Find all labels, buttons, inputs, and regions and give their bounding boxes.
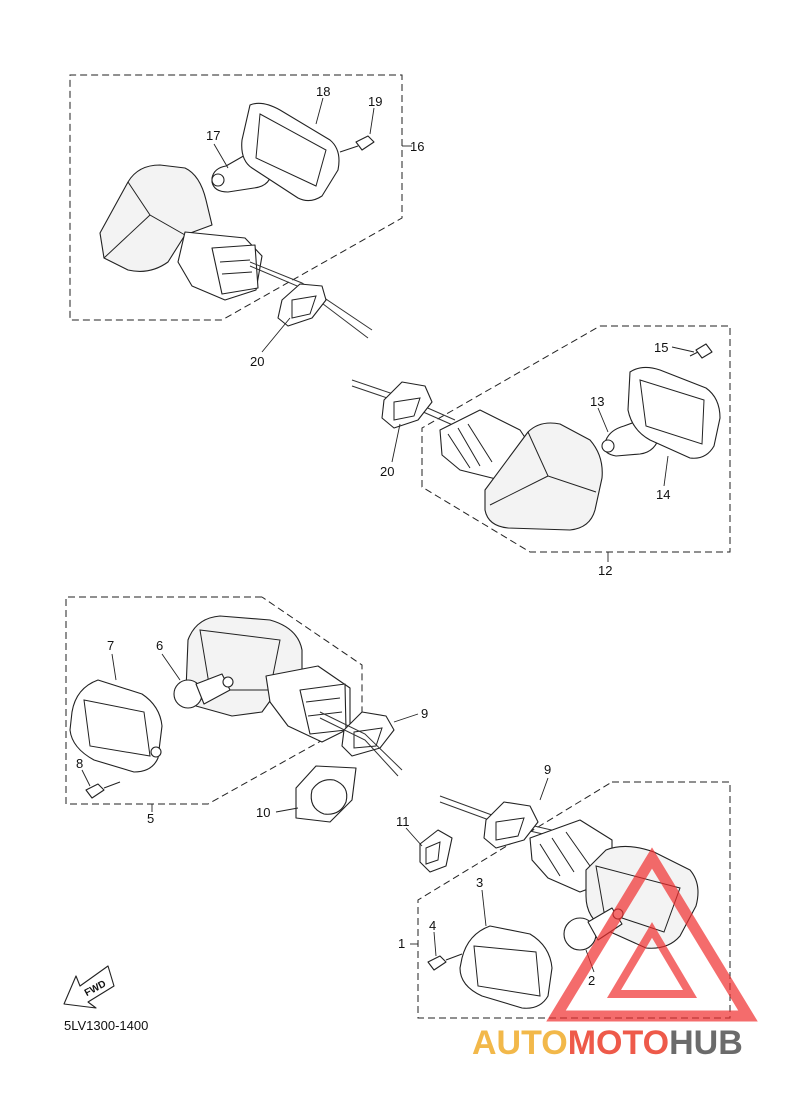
screw-8 [85, 783, 105, 799]
callout-11: 11 [396, 814, 410, 829]
callout-5: 5 [147, 811, 154, 826]
callout-3: 3 [476, 875, 483, 890]
lens-14 [627, 366, 721, 459]
grommet-20-upper [277, 283, 327, 327]
grommet-9-upper [341, 711, 395, 757]
callout-6: 6 [156, 638, 163, 653]
callout-16: 16 [410, 139, 424, 154]
assembly-16 [69, 74, 403, 339]
watermark-text: AUTOMOTOHUB [472, 1024, 743, 1062]
callout-10: 10 [256, 805, 270, 820]
grommet-9-lower [483, 801, 539, 849]
callout-1: 1 [398, 936, 405, 951]
assembly-5-boundary [65, 596, 363, 805]
callout-14: 14 [656, 487, 670, 502]
callout-17: 17 [206, 128, 220, 143]
callout-13: 13 [590, 394, 604, 409]
lens-18 [241, 102, 340, 202]
callout-19: 19 [368, 94, 382, 109]
screw-15 [695, 343, 713, 359]
callout-20-upper: 20 [250, 354, 264, 369]
assembly-5 [65, 596, 403, 805]
screw-19 [355, 135, 375, 151]
grommet-20-lower [381, 381, 433, 429]
watermark-inner-triangle-icon [606, 922, 698, 998]
assembly-16-boundary [69, 74, 403, 321]
watermark: AUTOMOTOHUB [472, 847, 758, 1062]
assembly-12-boundary [421, 325, 731, 553]
callout-7: 7 [107, 638, 114, 653]
callout-9-upper: 9 [421, 706, 428, 721]
clip-11 [419, 829, 453, 873]
assembly-12 [351, 325, 731, 553]
callout-9-lower: 9 [544, 762, 551, 777]
callout-15: 15 [654, 340, 668, 355]
turn-signal-housing-12 [484, 422, 603, 531]
callouts: 18 19 17 16 20 15 13 20 14 12 7 6 9 8 10… [76, 84, 670, 988]
callout-4: 4 [429, 918, 436, 933]
callout-20-lower: 20 [380, 464, 394, 479]
forward-arrow-icon: FWD [63, 965, 115, 1009]
watermark-triangle-icon [546, 847, 758, 1022]
screw-4 [427, 955, 447, 971]
callout-12: 12 [598, 563, 612, 578]
callout-2: 2 [588, 973, 595, 988]
connector-10 [295, 765, 357, 823]
callout-8: 8 [76, 756, 83, 771]
leader-lines [81, 97, 695, 973]
callout-18: 18 [316, 84, 330, 99]
diagram-reference-code: 5LV1300-1400 [64, 1018, 148, 1033]
lens-7 [69, 679, 163, 773]
